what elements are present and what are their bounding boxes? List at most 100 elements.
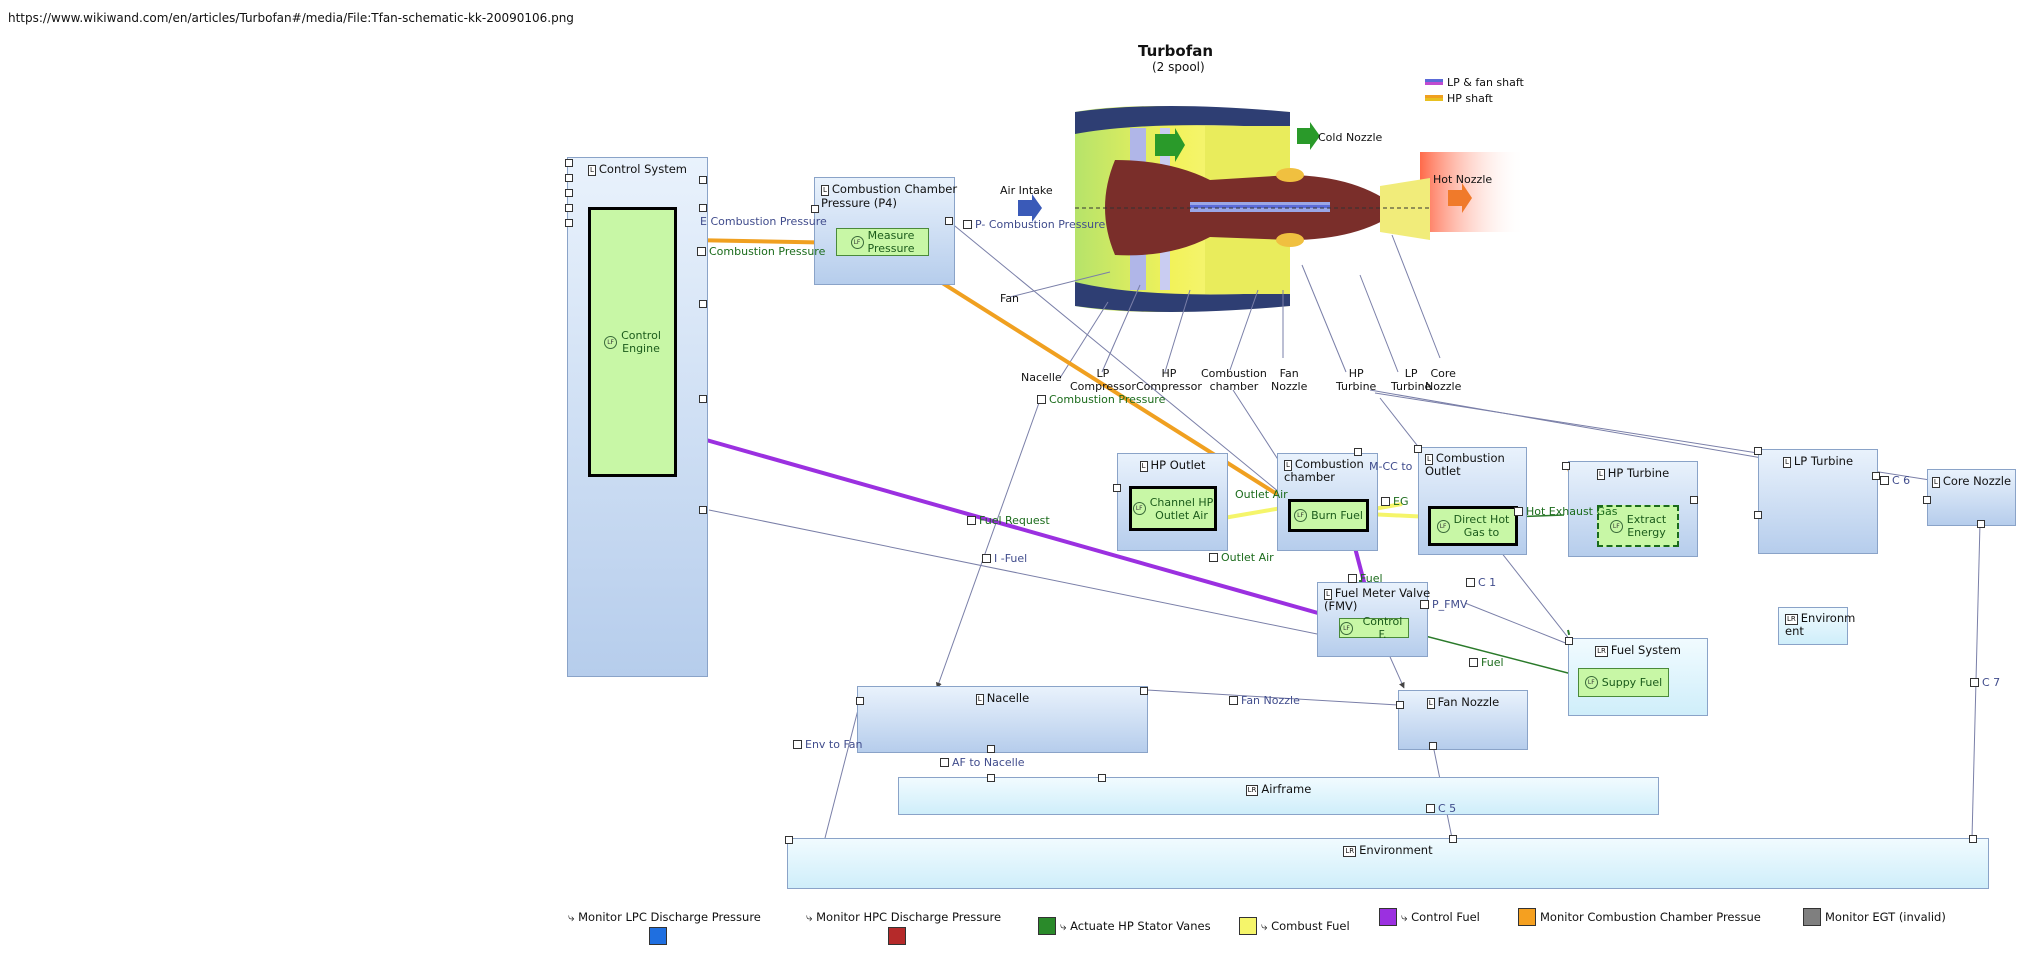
port[interactable] — [1754, 511, 1762, 519]
diagram-title: Turbofan — [1138, 42, 1214, 60]
port[interactable] — [1396, 701, 1404, 709]
shaft-legend-lp: LP & fan shaft — [1425, 76, 1524, 89]
label-fan: Fan — [1000, 292, 1020, 305]
port[interactable] — [699, 204, 707, 212]
port[interactable] — [1414, 445, 1422, 453]
link-icon: ⤷ — [1261, 919, 1272, 933]
port[interactable] — [1562, 462, 1570, 470]
port[interactable] — [1690, 496, 1698, 504]
legend-swatch-lpc — [649, 927, 667, 945]
port[interactable] — [1113, 484, 1121, 492]
port[interactable] — [1977, 520, 1985, 528]
port[interactable] — [565, 159, 573, 167]
port[interactable] — [1449, 835, 1457, 843]
port[interactable] — [987, 774, 995, 782]
port[interactable] — [811, 205, 819, 213]
label-lp-turbine: LP Turbine — [1391, 367, 1432, 393]
port[interactable] — [565, 219, 573, 227]
label-fan-nozzle: Fan Nozzle — [1271, 367, 1308, 393]
port[interactable] — [945, 217, 953, 225]
port[interactable] — [565, 189, 573, 197]
port[interactable] — [1140, 687, 1148, 695]
function-icon: LF — [1609, 519, 1623, 533]
port[interactable] — [1923, 496, 1931, 504]
port[interactable] — [565, 174, 573, 182]
label-hp-turbine: HP Turbine — [1336, 367, 1377, 393]
diagram-subtitle: (2 spool) — [1152, 60, 1205, 74]
link-icon: ⤷ — [806, 910, 817, 924]
label-hp-compressor: HP Compressor — [1136, 367, 1202, 393]
label-cold-nozzle: Cold Nozzle — [1318, 131, 1383, 144]
link-icon: ⤷ — [568, 910, 579, 924]
legend-swatch-combust — [1239, 917, 1257, 935]
legend-swatch-egt — [1803, 908, 1821, 926]
port[interactable] — [699, 300, 707, 308]
flow-fuel-2: Fuel — [1469, 656, 1504, 669]
legend-swatch-control-fuel — [1379, 908, 1397, 926]
port[interactable] — [1754, 447, 1762, 455]
port[interactable] — [1969, 835, 1977, 843]
flow-af-to-nacelle: AF to Nacelle — [940, 756, 1025, 769]
legend-monitor-egt: Monitor EGT (invalid) — [1825, 910, 1946, 924]
legend-actuate-stator: ⤷ Actuate HP Stator Vanes — [1060, 919, 1211, 933]
legend-monitor-combustion: Monitor Combustion Chamber Pressue — [1540, 910, 1761, 924]
port[interactable] — [699, 395, 707, 403]
function-icon: LF — [1132, 502, 1146, 515]
flow-outlet-air-1: Outlet Air — [1235, 488, 1288, 501]
flow-p-combustion-pressure: P- Combustion Pressure — [963, 218, 1105, 231]
link-icon: ⤷ — [1401, 910, 1412, 924]
port[interactable] — [785, 836, 793, 844]
flow-c5: C 5 — [1426, 802, 1456, 815]
flow-p-fmv: P_FMV — [1420, 598, 1467, 611]
port[interactable] — [1354, 448, 1362, 456]
flow-combustion-pressure-1: Combustion Pressure — [697, 245, 825, 258]
port[interactable] — [565, 204, 573, 212]
function-icon: LF — [1436, 519, 1450, 533]
flow-c7: C 7 — [1970, 676, 2000, 689]
port[interactable] — [1872, 472, 1880, 480]
legend-swatch-stator — [1038, 917, 1056, 935]
label-air-intake: Air Intake — [1000, 184, 1053, 197]
port[interactable] — [699, 176, 707, 184]
port[interactable] — [1565, 637, 1573, 645]
label-hot-nozzle: Hot Nozzle — [1433, 173, 1493, 186]
port[interactable] — [1098, 774, 1106, 782]
legend-monitor-lpc: ⤷ Monitor LPC Discharge Pressure — [568, 910, 761, 924]
port[interactable] — [1429, 742, 1437, 750]
port[interactable] — [699, 506, 707, 514]
legend-control-fuel: ⤷ Control Fuel — [1401, 910, 1480, 924]
label-core-nozzle: Core Nozzle — [1425, 367, 1462, 393]
shaft-legend-hp: HP shaft — [1425, 92, 1493, 105]
label-nacelle: Nacelle — [1021, 371, 1062, 384]
legend-swatch-hpc — [888, 927, 906, 945]
port[interactable] — [987, 745, 995, 753]
port[interactable] — [856, 697, 864, 705]
